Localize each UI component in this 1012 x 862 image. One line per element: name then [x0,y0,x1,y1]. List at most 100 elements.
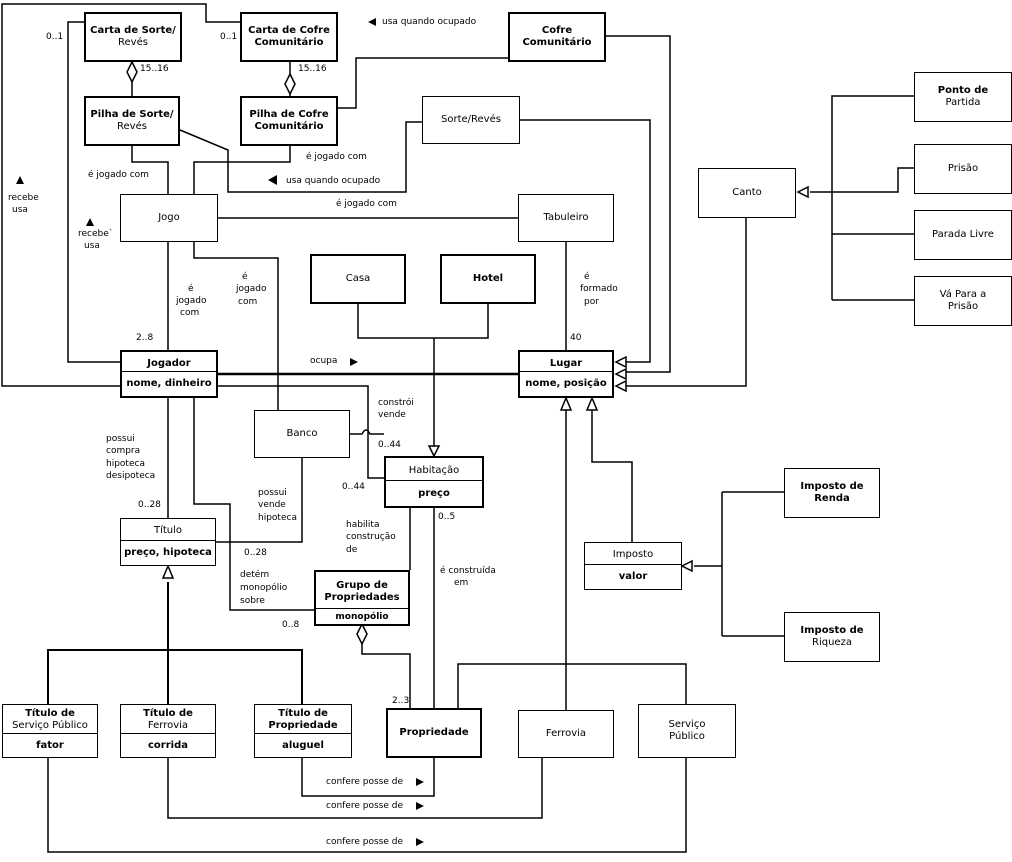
class-title: Pilha de Sorte/ [90,109,174,120]
gen-arrow-titulo [161,564,175,579]
label-recebe-1: recebe [8,193,39,203]
class-title-line2: Ferrovia [147,720,189,731]
direction-arrow-recebe-2 [86,218,94,226]
class-attributes: nome, dinheiro [126,378,212,389]
gen-arrow-habitacao [427,445,441,458]
class-habitacao[interactable]: Habitação preço [384,456,484,508]
label-detem-2: monopólio [240,583,288,593]
class-lugar[interactable]: Lugar nome, posição [518,350,614,398]
label-possui-4: desipoteca [106,471,156,481]
label-banco-jogo-1: é [242,272,248,282]
recebe-usa-association [1,3,242,387]
class-title: Parada Livre [932,229,994,240]
class-parada-livre[interactable]: Parada Livre [914,210,1012,260]
label-habilita-3: de [346,545,358,555]
direction-arrow-usa-top [368,18,376,26]
propriedade-ferrovia-servico [457,663,687,710]
mult-0-8: 0..8 [282,620,300,630]
class-title: Jogador [147,358,191,369]
class-sorte-reves[interactable]: Sorte/Revés [422,96,520,144]
label-formado-1: é [584,272,590,282]
class-propriedade[interactable]: Propriedade [386,708,482,758]
label-e-jogado-com-pilha-sorte: é jogado com [88,170,149,180]
class-title: Título de [278,708,328,719]
class-title-line2: Revés [118,37,148,48]
class-canto[interactable]: Canto [698,168,796,218]
class-prisao[interactable]: Prisão [914,144,1012,194]
class-imposto[interactable]: Imposto valor [584,542,682,590]
pilha-cofre-cofre [338,57,508,109]
class-banco[interactable]: Banco [254,410,350,458]
label-confere-posse-2: confere posse de [326,801,404,811]
class-title: Serviço [668,719,706,730]
class-titulo[interactable]: Título preço, hipoteca [120,518,216,566]
class-title: Jogo [158,212,180,223]
class-title: Canto [732,187,762,198]
class-carta-sorte[interactable]: Carta de Sorte/Revés [84,12,182,62]
label-formado-2: formado [580,284,618,294]
class-title: Sorte/Revés [441,114,501,125]
label-recebe-2: recebe` [78,229,114,239]
class-title: Banco [286,428,318,439]
class-ferrovia[interactable]: Ferrovia [518,710,614,758]
label-possui-3: hipoteca [106,459,145,469]
class-casa[interactable]: Casa [310,254,406,304]
banco-habitacao [350,429,384,435]
banco-titulo [216,458,303,543]
label-jogador-jogo-1: é [188,284,194,294]
class-title-line2: Revés [117,121,147,132]
class-pilha-sorte[interactable]: Pilha de Sorte/Revés [84,96,180,146]
label-construida-2: em [454,578,469,588]
mult-2-8: 2..8 [136,333,154,343]
class-title-line2: Propriedade [268,720,338,731]
class-title: Lugar [549,358,583,369]
class-title: Casa [345,273,371,284]
mult-0-5: 0..5 [438,512,456,522]
mult-0-28-banco: 0..28 [244,548,267,558]
mult-40: 40 [570,333,582,343]
label-banco-jogo-3: com [238,297,258,307]
sortereves-lugar [520,119,651,363]
class-title: Prisão [947,163,979,174]
direction-arrow-confere-3 [416,838,424,846]
mult-0-1-cofre: 0..1 [220,32,238,42]
label-usa-2: usa [84,241,100,251]
banco-jogo [193,242,279,410]
class-title-line2: Partida [945,97,981,108]
direction-arrow-usa-mid [268,175,277,185]
class-title: Vá Para a [939,289,987,300]
label-construida-1: é construída [440,566,496,576]
class-title: Tabuleiro [543,212,589,223]
class-jogo[interactable]: Jogo [120,194,218,242]
class-title: Grupo de [336,580,388,591]
confere-posse-propriedade [301,758,435,797]
class-hotel[interactable]: Hotel [440,254,536,304]
class-title-line2: Público [669,731,705,742]
label-ocupa: ocupa [310,356,338,366]
class-title: Título de [143,708,193,719]
class-title-line2: Comunitário [522,37,592,48]
label-possui-1: possui [106,434,135,444]
direction-arrow-recebe-1 [16,176,24,184]
class-tabuleiro[interactable]: Tabuleiro [518,194,614,242]
label-detem-1: detém [240,570,270,580]
class-title: Ponto de [937,85,989,96]
cofre-lugar [606,35,671,373]
gen-arrow-lugar-2 [614,367,627,381]
class-title: Imposto de [800,481,864,492]
class-title: Carta de Sorte/ [90,25,176,36]
class-jogador[interactable]: Jogador nome, dinheiro [120,350,218,398]
